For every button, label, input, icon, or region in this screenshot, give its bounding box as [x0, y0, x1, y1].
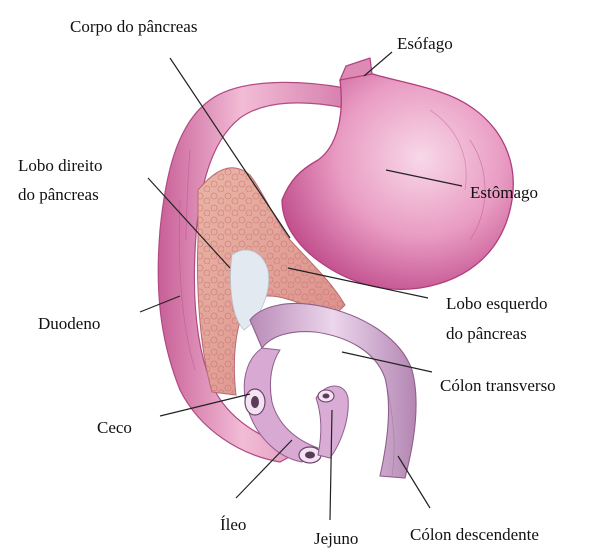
- label-lobo-direito-line1: Lobo direito: [18, 155, 103, 177]
- leader-colon-descendente: [398, 456, 430, 508]
- label-colon-transverso: Cólon transverso: [440, 375, 556, 397]
- label-corpo-pancreas: Corpo do pâncreas: [70, 16, 197, 38]
- label-esofago: Esófago: [397, 33, 453, 55]
- label-ileo: Íleo: [220, 514, 246, 536]
- label-lobo-esquerdo-line1: Lobo esquerdo: [446, 293, 548, 315]
- label-estomago: Estômago: [470, 182, 538, 204]
- label-duodeno: Duodeno: [38, 313, 100, 335]
- label-ceco: Ceco: [97, 417, 132, 439]
- label-lobo-esquerdo-line2: do pâncreas: [446, 323, 527, 345]
- label-jejuno: Jejuno: [314, 528, 358, 550]
- label-lobo-direito-line2: do pâncreas: [18, 184, 99, 206]
- label-colon-descendente: Cólon descendente: [410, 524, 539, 546]
